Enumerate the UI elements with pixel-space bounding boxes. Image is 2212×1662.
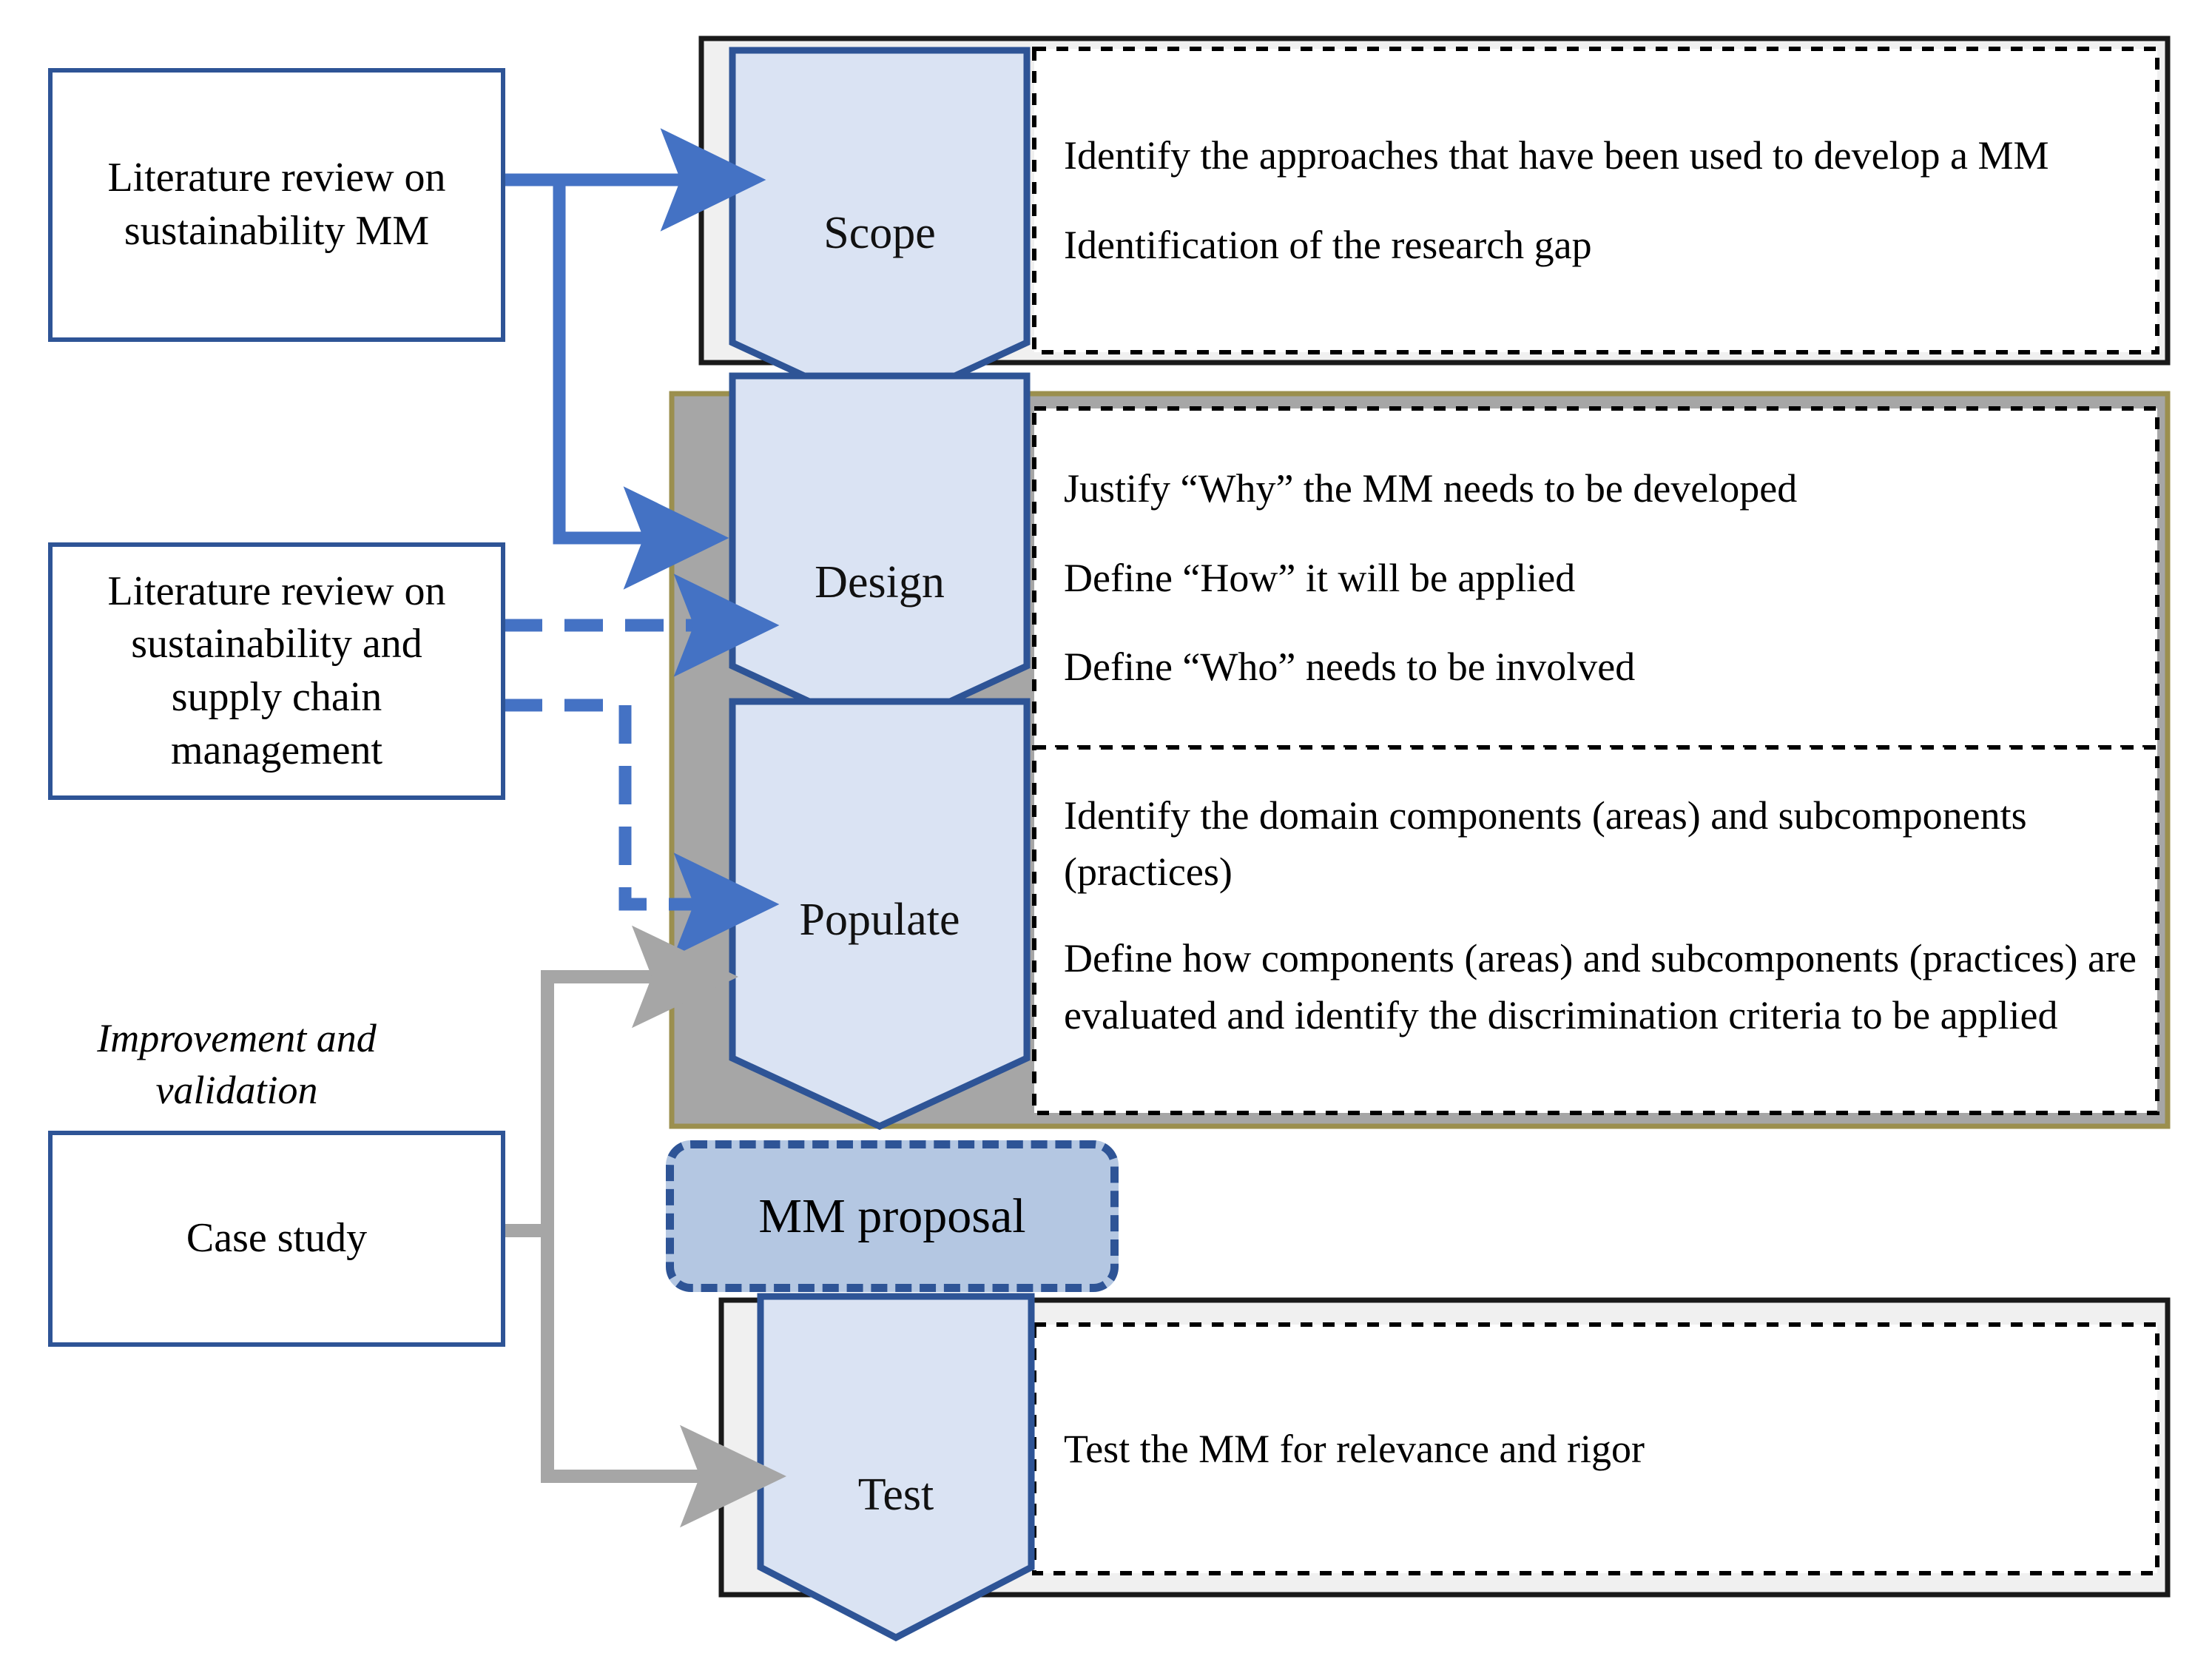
literature-review-mm-box[interactable]: Literature review on sustainability MM <box>48 68 505 342</box>
chevron-test <box>757 1293 1035 1642</box>
test-text-frame <box>1032 1322 2159 1575</box>
populate-desc-2: Define how components (areas) and subcom… <box>1064 936 2137 1037</box>
stage-label-test: Test <box>857 1470 934 1520</box>
populate-descriptions: Identify the domain components (areas) a… <box>1045 752 2169 1108</box>
literature-review-scm-label: Literature review on sustainability and … <box>107 568 446 773</box>
test-desc-1: Test the MM for relevance and rigor <box>1064 1426 1645 1471</box>
arrow-case-study-to-test <box>541 1231 786 1528</box>
populate-desc-1: Identify the domain components (areas) a… <box>1064 793 2027 895</box>
literature-review-mm-label: Literature review on sustainability MM <box>107 155 446 254</box>
design-desc-3: Define “Who” needs to be involved <box>1064 645 1636 690</box>
scope-descriptions: Identify the approaches that have been u… <box>1045 53 2154 348</box>
scope-desc-2: Identification of the research gap <box>1064 223 1592 267</box>
arrow-lit-scm-to-populate <box>504 699 780 956</box>
populate-text-frame <box>1032 745 2159 1115</box>
mm-proposal-label: MM proposal <box>758 1188 1026 1243</box>
design-descriptions: Justify “Why” the MM needs to be develop… <box>1045 413 2154 743</box>
arrow-lit-mm-to-design <box>553 185 729 590</box>
design-desc-1: Justify “Why” the MM needs to be develop… <box>1064 465 1798 511</box>
arrow-case-study-to-populate <box>504 925 738 1237</box>
scope-desc-1: Identify the approaches that have been u… <box>1064 133 2049 178</box>
design-text-frame <box>1032 406 2159 750</box>
chevron-design <box>729 372 1031 738</box>
mm-proposal-box[interactable]: MM proposal <box>666 1140 1119 1292</box>
improvement-validation-label: Improvement and validation <box>97 1016 377 1113</box>
case-study-box[interactable]: Case study <box>48 1131 505 1347</box>
case-study-label: Case study <box>186 1215 368 1262</box>
stage-label-design: Design <box>815 557 945 608</box>
stage-label-scope: Scope <box>823 208 936 258</box>
stage-label-populate: Populate <box>799 895 960 945</box>
literature-review-scm-box[interactable]: Literature review on sustainability and … <box>48 542 505 800</box>
test-descriptions: Test the MM for relevance and rigor <box>1045 1329 2154 1569</box>
scope-text-frame <box>1032 47 2159 354</box>
design-desc-2: Define “How” it will be applied <box>1064 555 1576 600</box>
